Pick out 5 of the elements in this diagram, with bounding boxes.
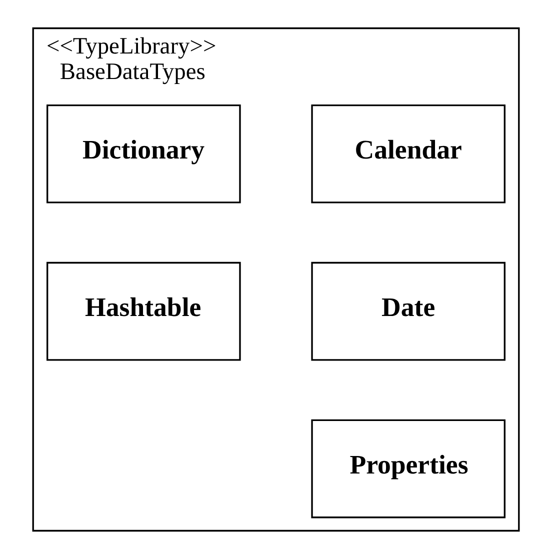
node-box: Properties: [310, 419, 505, 518]
node-box: Date: [310, 262, 505, 361]
node-box: Hashtable: [46, 262, 240, 361]
node-box: Dictionary: [46, 104, 240, 204]
node-box: Calendar: [310, 104, 505, 204]
